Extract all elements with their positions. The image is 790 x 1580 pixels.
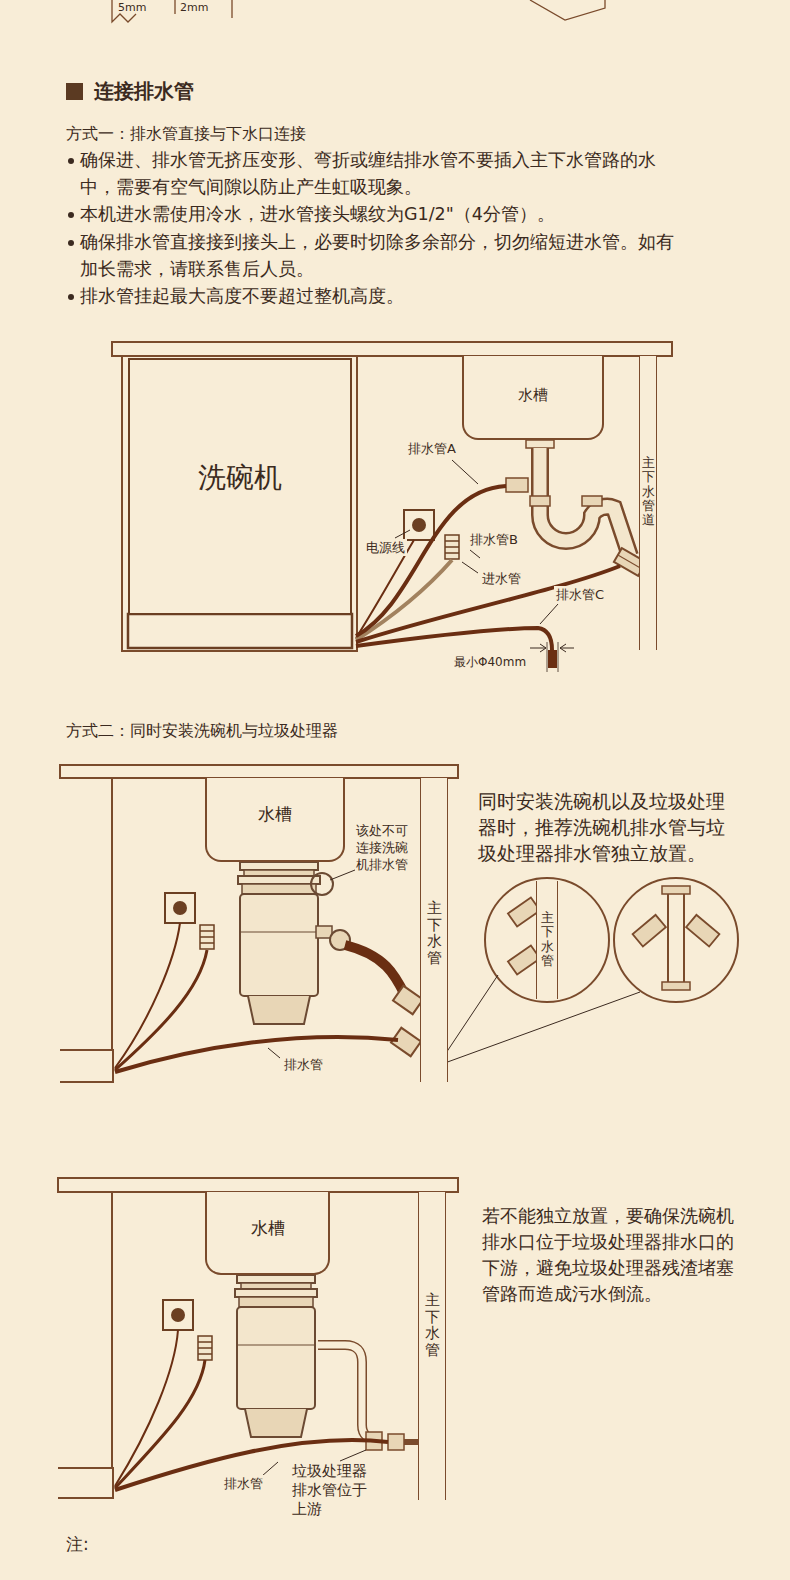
method-heading: 方式二：同时安装洗碗机与垃圾处理器 bbox=[66, 720, 338, 741]
bullet-dot bbox=[68, 212, 74, 218]
sink-shape: 水槽 bbox=[462, 356, 604, 440]
bullet-note: 本机进水需使用冷水，进水管接头螺纹为G1/2"（4分管）。 bbox=[80, 201, 680, 228]
main-drain-pipe: 主下水管 bbox=[420, 778, 448, 1082]
cable-label: 电源线 bbox=[364, 539, 407, 556]
vertical-label: 主下水管 bbox=[427, 900, 442, 966]
vertical-label: 主下水管 bbox=[541, 911, 554, 968]
dimension: 最小Φ40mm bbox=[452, 654, 528, 670]
dimension: 5mm bbox=[118, 1, 146, 15]
dimension: 2mm bbox=[180, 1, 208, 15]
sink-shape: 水槽 bbox=[205, 778, 345, 862]
bullet-note: 确保排水管直接接到接头上，必要时切除多余部分，切勿缩短进水管。如有加长需求，请联… bbox=[80, 229, 680, 283]
note-heading: 注: bbox=[66, 1533, 89, 1555]
node-label: 水槽 bbox=[207, 804, 343, 825]
sink-shape: 水槽 bbox=[205, 1192, 330, 1275]
hose-label: 排水管B bbox=[468, 531, 520, 548]
hose-label: 进水管 bbox=[480, 570, 523, 587]
callout-note: 垃圾处理器排水管位于上游 bbox=[290, 1462, 374, 1519]
hose-label: 排水管 bbox=[222, 1475, 265, 1492]
bullet-note: 排水管挂起最大高度不要超过整机高度。 bbox=[80, 283, 680, 310]
side-note: 若不能独立放置，要确保洗碗机排水口位于垃圾处理器排水口的下游，避免垃圾处理器残渣… bbox=[482, 1203, 736, 1307]
node-label: 水槽 bbox=[207, 1218, 328, 1239]
bullet-note: 确保进、排水管无挤压变形、弯折或缠结排水管不要插入主下水管路的水中，需要有空气间… bbox=[80, 147, 680, 201]
side-note: 同时安装洗碗机以及垃圾处理器时，推荐洗碗机排水管与垃圾处理器排水管独立放置。 bbox=[478, 788, 742, 866]
hose-label: 排水管A bbox=[406, 440, 458, 457]
main-drain-pipe: 主下水管 bbox=[418, 1192, 446, 1500]
bullet-dot bbox=[68, 158, 74, 164]
section-title: 连接排水管 bbox=[94, 78, 194, 105]
main-drain-pipe-detail: 主下水管 bbox=[536, 881, 558, 999]
bullet-dot bbox=[68, 294, 74, 300]
main-drain-pipe: 主下水管道 bbox=[639, 356, 657, 650]
dishwasher-box: 洗碗机 bbox=[128, 358, 352, 615]
vertical-label: 主下水管道 bbox=[642, 456, 655, 527]
warning-note: 该处不可连接洗碗机排水管 bbox=[356, 822, 412, 873]
hose-label: 排水管 bbox=[282, 1056, 325, 1073]
bullet-dot bbox=[68, 240, 74, 246]
node-label: 水槽 bbox=[464, 386, 602, 405]
node-label: 洗碗机 bbox=[130, 460, 350, 495]
hose-label: 排水管C bbox=[554, 586, 606, 603]
method-heading: 方式一：排水管直接与下水口连接 bbox=[66, 123, 306, 144]
vertical-label: 主下水管 bbox=[425, 1292, 440, 1358]
